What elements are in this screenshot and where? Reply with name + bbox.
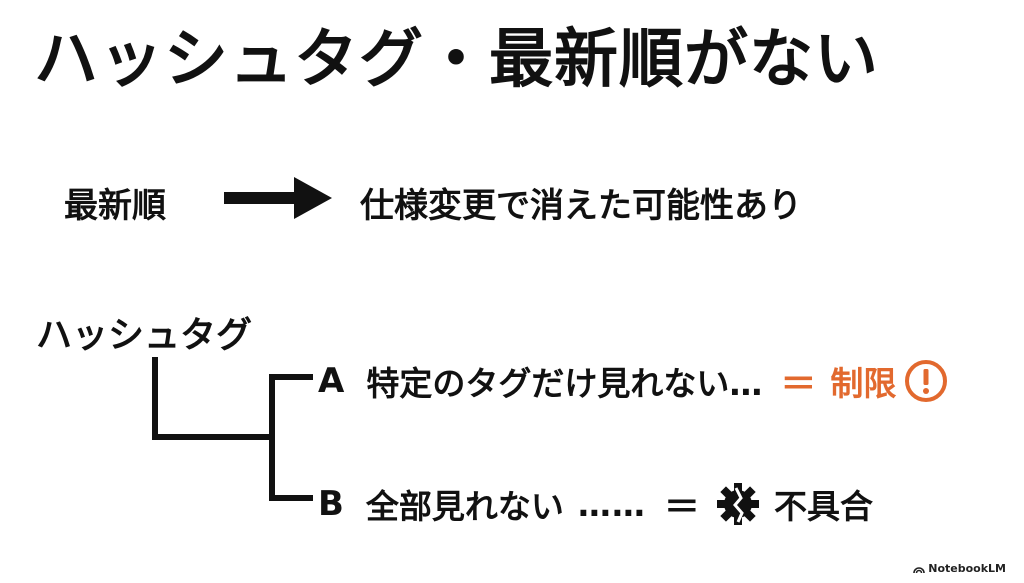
row1-description: 仕様変更で消えた可能性あり: [360, 186, 802, 226]
branch-b-text: 全部見れない: [365, 487, 564, 526]
branch-a-equals: ＝: [780, 364, 817, 405]
notebooklm-logo-icon: [913, 566, 926, 573]
row1-label: 最新順: [64, 186, 166, 226]
branch-a-result: 制限: [830, 364, 897, 403]
branch-a-letter: A: [318, 361, 345, 401]
broken-gear-icon: [716, 483, 759, 525]
slide-title: ハッシュタグ・最新順がない: [34, 23, 879, 97]
branch-b-result: 不具合: [773, 487, 873, 526]
branch-b-equals: ＝: [663, 487, 700, 528]
branch-a-text: 特定のタグだけ見れない…: [366, 364, 763, 403]
right-arrow-icon: [224, 177, 332, 219]
branch-b: B 全部見れない …… ＝ 不具合: [318, 478, 873, 530]
tree-root-label: ハッシュタグ: [36, 315, 253, 356]
branch-b-dots: ……: [577, 484, 646, 524]
branch-b-letter: B: [318, 484, 344, 524]
branch-a: A 特定のタグだけ見れない… ＝ 制限: [318, 355, 948, 407]
notebooklm-badge: NotebookLM: [913, 562, 1006, 575]
exclamation-circle-icon: [905, 360, 948, 402]
badge-label: NotebookLM: [928, 562, 1006, 575]
